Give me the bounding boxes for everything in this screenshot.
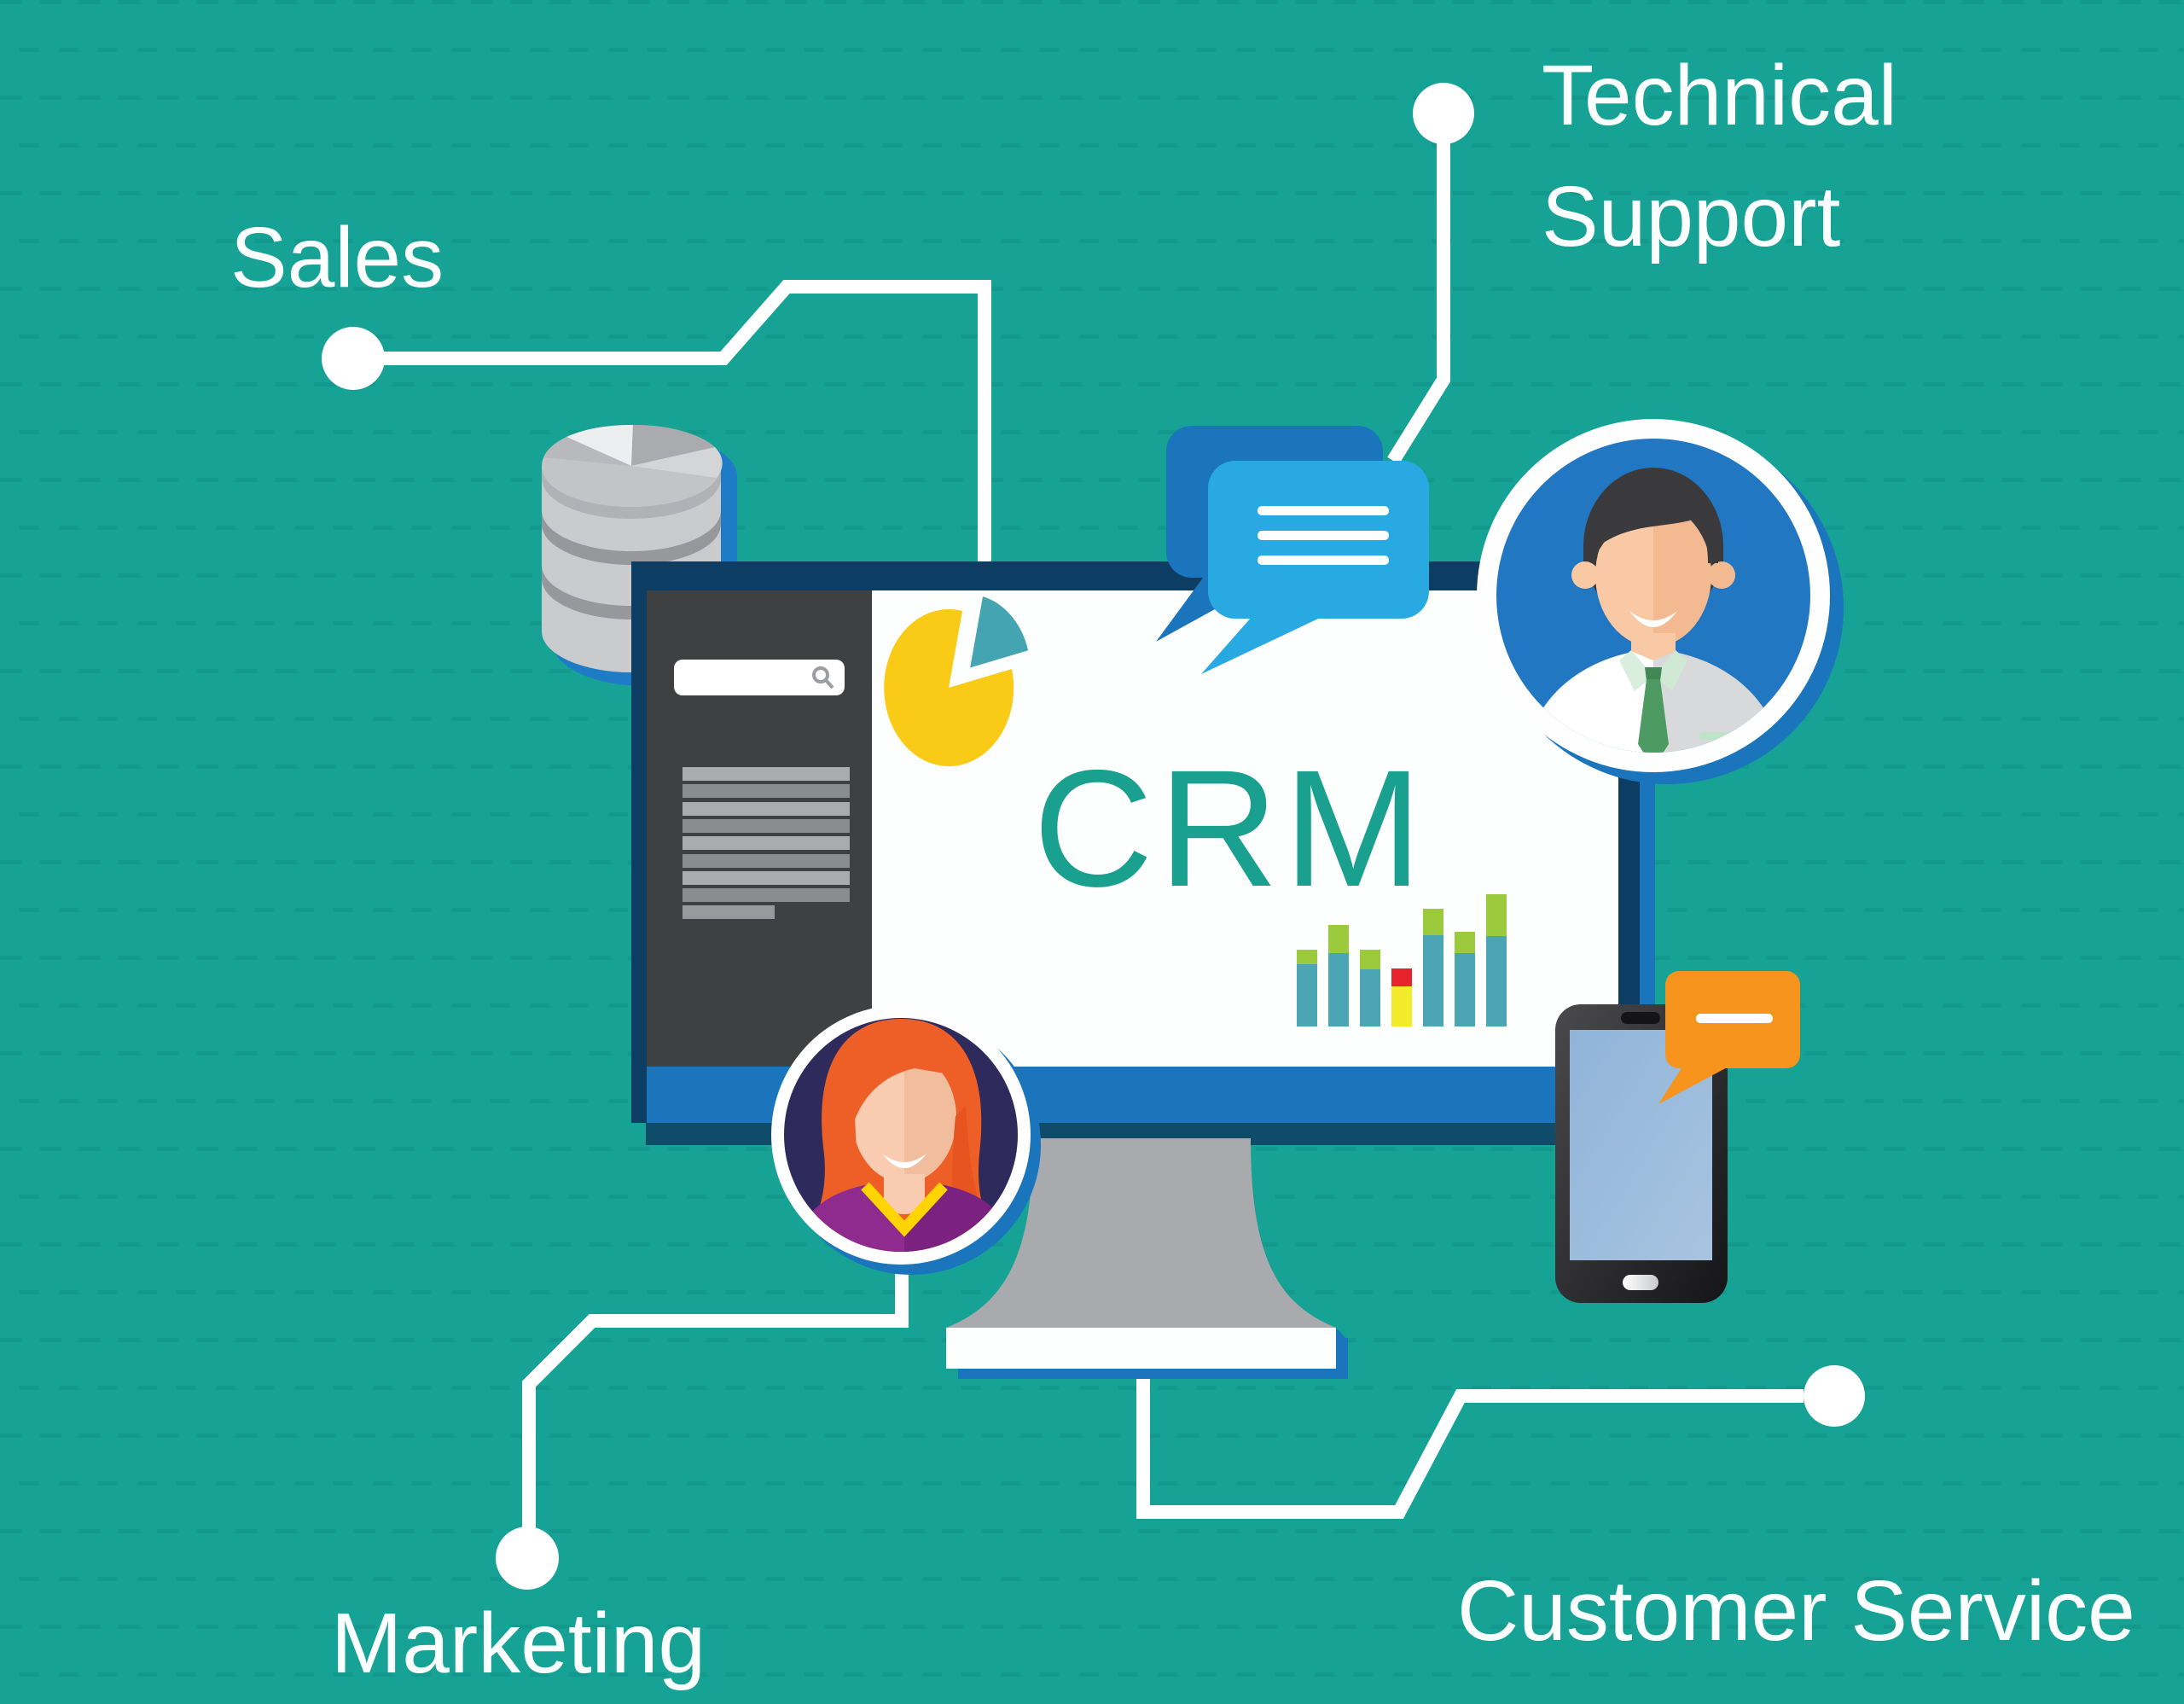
marketing-node-dot	[496, 1527, 559, 1590]
technical-support-connector-line	[1387, 128, 1450, 465]
pie-chart	[884, 590, 1033, 766]
sidebar-menu-line	[682, 905, 775, 919]
sidebar-menu-line	[682, 767, 850, 781]
bar-segment-top	[1391, 968, 1412, 986]
pie-main-slice	[884, 608, 1014, 766]
bar-segment-base	[1360, 969, 1380, 1026]
sidebar-menu-line	[682, 854, 850, 868]
pie-exploded-slice	[964, 590, 1033, 674]
marketing-connector-line	[522, 1244, 909, 1529]
sidebar-menu-line	[682, 836, 850, 850]
marketing-label: Marketing	[331, 1596, 706, 1691]
bar-segment-base	[1328, 953, 1349, 1026]
chat-bubble-text-lines	[1258, 506, 1389, 565]
sales-connector-line	[353, 280, 991, 570]
screen-sidebar-panel	[647, 590, 872, 1067]
sidebar-menu-line	[682, 802, 850, 816]
bar-segment-base	[1455, 953, 1475, 1026]
monitor-top-bezel	[631, 561, 1640, 590]
sales-label: Sales	[230, 210, 444, 305]
connector-nodes	[322, 83, 1865, 1590]
search-icon	[812, 666, 834, 689]
technical-support-label-line1: Technical	[1542, 48, 1897, 143]
bar-segment-top	[1297, 950, 1317, 964]
chat-bubbles-icon	[1156, 426, 1429, 674]
customer-service-connector-line	[1136, 1364, 1804, 1519]
male-support-avatar	[1477, 419, 1844, 784]
sidebar-menu-line	[682, 819, 850, 833]
bar-segment-top	[1423, 909, 1443, 935]
monitor-stand	[946, 1138, 1348, 1379]
orange-chat-bubble-icon	[1658, 971, 1800, 1104]
stand-base	[946, 1328, 1336, 1369]
sidebar-menu-line	[682, 784, 850, 798]
bar-segment-base	[1391, 986, 1412, 1026]
monitor-left-bezel	[631, 561, 647, 1123]
woman-figure	[793, 1019, 1015, 1252]
bar-segment-top	[1486, 894, 1507, 936]
bar-segment-top	[1455, 932, 1475, 953]
orange-bubble-text-line	[1696, 1014, 1773, 1023]
man-figure	[1522, 468, 1785, 753]
sales-node-dot	[322, 327, 385, 390]
connector-lines	[353, 128, 1804, 1529]
sidebar-menu-line	[682, 871, 850, 885]
customer-service-node-dot	[1804, 1365, 1865, 1427]
technical-support-label-line2: Support	[1542, 169, 1840, 265]
sidebar-menu-line	[682, 888, 850, 902]
phone-home-button	[1623, 1275, 1658, 1290]
bar-segment-base	[1297, 964, 1317, 1026]
bar-segment-top	[1360, 950, 1380, 969]
technical-support-node-dot	[1413, 83, 1474, 144]
crm-title: CRM	[1033, 736, 1427, 922]
female-marketing-avatar	[771, 1005, 1041, 1275]
monitor: CRM	[631, 561, 1655, 1145]
stand-neck	[946, 1138, 1336, 1328]
sidebar-menu-lines	[682, 767, 850, 919]
bar-segment-base	[1423, 935, 1443, 1026]
bar-segment-top	[1328, 925, 1349, 953]
bar-segment-base	[1486, 936, 1507, 1026]
bar-chart	[1297, 894, 1507, 1026]
phone-earpiece	[1621, 1012, 1660, 1024]
customer-service-label: Customer Service	[1457, 1563, 2135, 1659]
sidebar-search-bar	[674, 660, 845, 695]
